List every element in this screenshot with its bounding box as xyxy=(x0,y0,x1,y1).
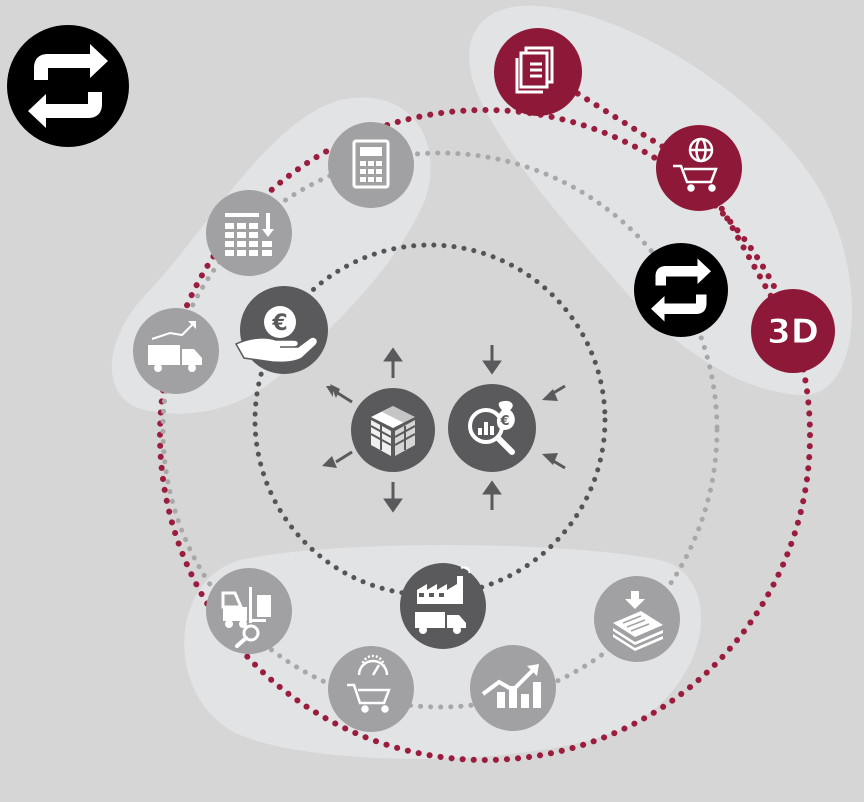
table-sort-node xyxy=(206,190,292,276)
growth-chart-icon xyxy=(481,664,541,708)
document-import-node xyxy=(594,576,680,662)
speedometer-cart-icon xyxy=(347,654,391,713)
delivery-truck-node xyxy=(133,308,219,394)
calculator-node xyxy=(328,122,414,208)
web-shop-cart-node xyxy=(656,125,742,211)
finance-analysis-node: € xyxy=(448,384,536,472)
sync-badge-large xyxy=(7,25,129,147)
outer-ring xyxy=(157,107,813,763)
cube-blocks-icon xyxy=(370,406,416,456)
calculator-icon xyxy=(352,139,390,189)
factory-truck-icon xyxy=(415,566,471,634)
forklift-search-node xyxy=(206,568,292,654)
middle-ring xyxy=(160,150,720,710)
speed-cart-node xyxy=(328,646,414,732)
three-d-node: 3D xyxy=(751,289,835,373)
growth-chart-node xyxy=(470,645,556,731)
svg-text:€: € xyxy=(271,311,287,336)
table-sort-icon xyxy=(225,213,274,256)
hand-euro-icon: € xyxy=(234,306,319,364)
truck-growth-icon xyxy=(148,321,202,372)
document-stack-icon xyxy=(515,46,554,94)
panel-bottom xyxy=(184,545,702,759)
sync-icon xyxy=(28,44,108,128)
web-cart-icon xyxy=(673,137,718,192)
magnifier-euro-icon: € xyxy=(468,400,515,455)
cube-distribute-node xyxy=(351,388,435,472)
three-d-icon: 3D xyxy=(767,312,819,352)
factory-truck-node xyxy=(400,563,486,649)
sync-icon xyxy=(651,258,711,322)
document-stack-node xyxy=(494,28,582,116)
document-import-icon xyxy=(613,591,663,651)
sync-badge-small xyxy=(634,243,728,337)
analysis-in-arrows xyxy=(482,345,566,510)
forklift-search-icon xyxy=(221,587,271,648)
svg-text:€: € xyxy=(499,414,509,429)
euro-hand-node: € xyxy=(234,286,328,374)
cube-out-arrows xyxy=(322,347,403,513)
